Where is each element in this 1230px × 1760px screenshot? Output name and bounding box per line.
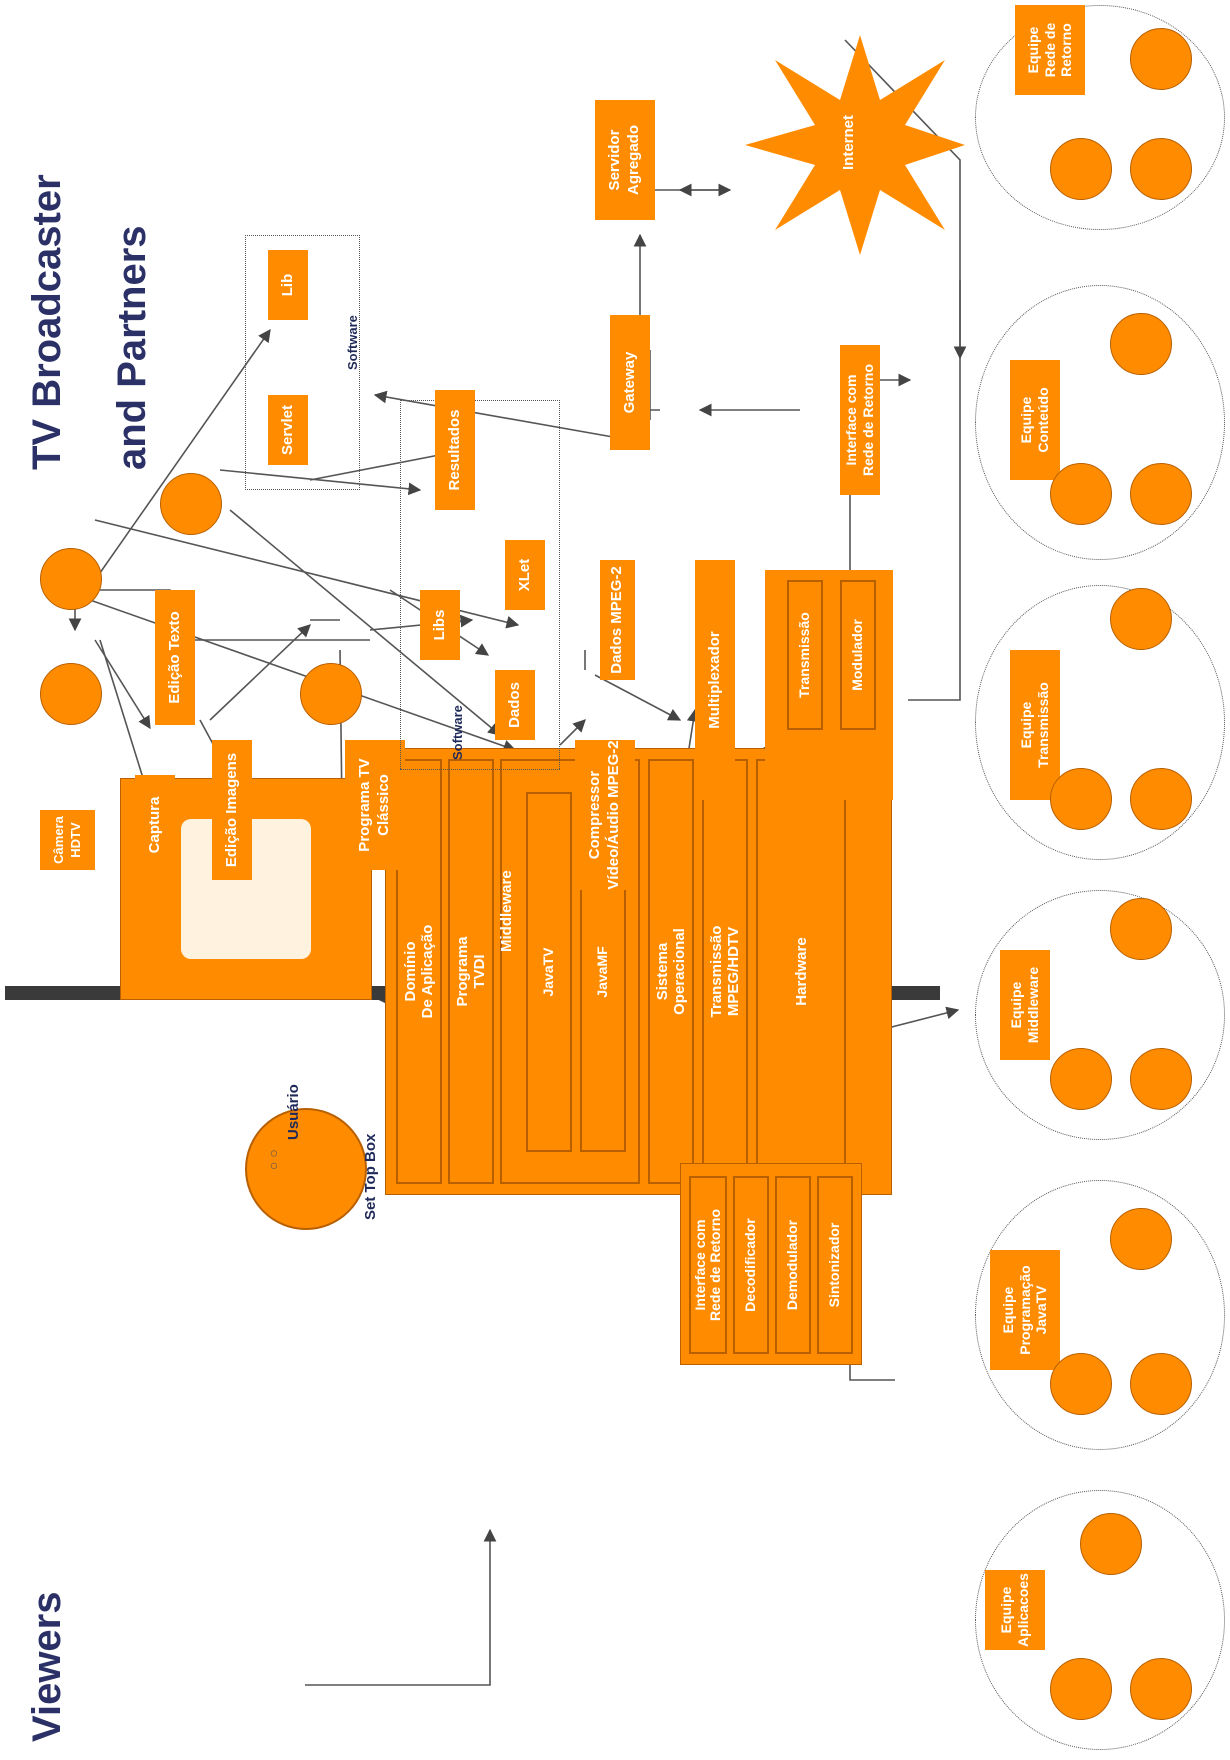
face-icon	[40, 663, 102, 725]
hw-demodulador: Demodulador	[775, 1176, 811, 1354]
stb-programa: Programa TVDI	[448, 759, 494, 1184]
hardware-parts: Interface com Rede de Retorno Decodifica…	[680, 1163, 862, 1365]
face-icon	[1130, 1353, 1192, 1415]
face-icon	[160, 473, 222, 535]
face-icon	[1130, 1048, 1192, 1110]
team-conteudo-label: Equipe Conteúdo	[1010, 360, 1060, 480]
team-programacao-label: Equipe Programação JavaTV	[990, 1250, 1060, 1370]
lib-box: Lib	[268, 250, 308, 320]
broadcaster-title-line2: and Partners	[110, 225, 154, 470]
transmission-group: Transmissão Modulador	[765, 570, 893, 800]
programa-tv-box: Programa TV Clássico	[345, 740, 405, 870]
libs-box: Libs	[420, 590, 460, 660]
face-icon	[1110, 313, 1172, 375]
team-rede-retorno-label: Equipe Rede de Retorno	[1015, 5, 1085, 95]
user-face-eyes-icon: ○ ○	[265, 1149, 281, 1170]
face-icon	[1050, 768, 1112, 830]
viewers-title: Viewers	[25, 1591, 69, 1743]
internet-label: Internet	[840, 114, 857, 170]
modulador-box: Modulador	[840, 580, 876, 730]
face-icon	[1110, 1208, 1172, 1270]
edicao-imagens-box: Edição Imagens	[212, 740, 252, 880]
face-icon	[300, 663, 362, 725]
interface-retorno-box: Interface com Rede de Retorno	[840, 345, 880, 495]
face-icon	[1050, 1048, 1112, 1110]
face-icon	[1050, 138, 1112, 200]
face-icon	[1050, 1658, 1112, 1720]
servidor-agregado-box: Servidor Agregado	[595, 100, 655, 220]
dados-mpeg-box: Dados MPEG-2	[600, 560, 635, 680]
edicao-texto-box: Edição Texto	[155, 590, 195, 725]
camera-hdtv: Câmera HDTV	[40, 810, 95, 870]
stb-transmissao: Transmissão MPEG/HDTV	[702, 759, 748, 1184]
hw-interface-retorno: Interface com Rede de Retorno	[689, 1176, 727, 1354]
internet-star-icon	[745, 35, 965, 255]
team-aplicacoes-label: Equipe Aplicacoes	[985, 1570, 1045, 1650]
xlet-box: XLet	[505, 540, 545, 610]
face-icon	[1130, 463, 1192, 525]
team-transmissao-label: Equipe Transmissão	[1010, 650, 1060, 800]
face-icon	[40, 548, 102, 610]
team-middleware-label: Equipe Middleware	[1000, 950, 1050, 1060]
software-label-1: Software	[450, 705, 465, 760]
face-icon	[1130, 138, 1192, 200]
captura-box: Captura	[135, 775, 175, 875]
usuario-label: Usuário	[285, 1084, 302, 1140]
face-icon	[1080, 1513, 1142, 1575]
set-top-box: Domínio De Aplicação Programa TVDI Middl…	[385, 748, 892, 1195]
face-icon	[1110, 898, 1172, 960]
face-icon	[1110, 588, 1172, 650]
face-icon	[1130, 28, 1192, 90]
face-icon	[1130, 1658, 1192, 1720]
transmissao-box: Transmissão	[787, 580, 823, 730]
face-icon	[1130, 768, 1192, 830]
javatv-box: JavaTV	[526, 792, 572, 1152]
stb-sistema: Sistema Operacional	[648, 759, 694, 1184]
team-rede-retorno	[975, 5, 1225, 230]
broadcaster-title-line1: TV Broadcaster	[25, 174, 69, 470]
gateway-box: Gateway	[610, 315, 650, 450]
stb-hardware: Hardware	[756, 759, 846, 1184]
resultados-box: Resultados	[435, 390, 475, 510]
servlet-box: Servlet	[268, 395, 308, 465]
set-top-box-label: Set Top Box	[362, 1133, 379, 1220]
hw-decodificador: Decodificador	[733, 1176, 769, 1354]
software-label-2: Software	[345, 315, 360, 370]
multiplexador-box: Multiplexador	[695, 560, 735, 800]
face-icon	[1050, 463, 1112, 525]
user-face: ○ ○	[245, 1108, 367, 1230]
face-icon	[1050, 1353, 1112, 1415]
dados-box: Dados	[495, 670, 535, 740]
compressor-box: Compressor Vídeo/Áudio MPEG-2	[575, 740, 635, 890]
hw-sintonizador: Sintonizador	[817, 1176, 853, 1354]
middleware-label: Middleware	[498, 870, 515, 952]
